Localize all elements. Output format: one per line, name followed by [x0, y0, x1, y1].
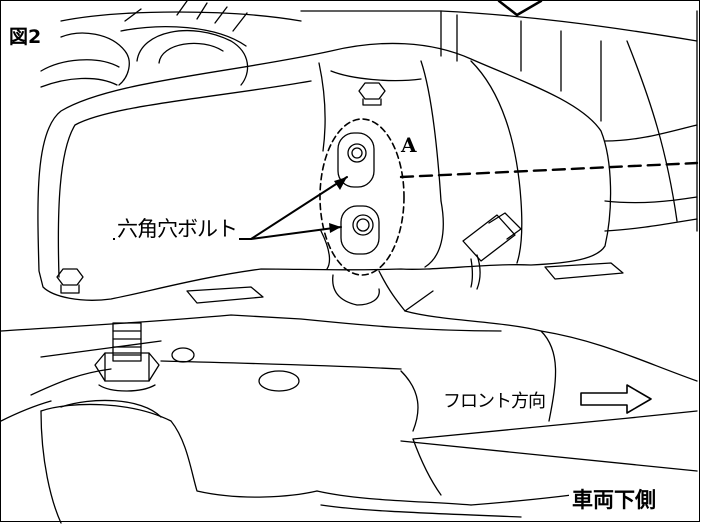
wire-harness: [378, 270, 434, 312]
reference-dashed-line: [399, 161, 699, 179]
vehicle-underside-label: 車両下側: [569, 484, 659, 514]
hole-oval: [258, 370, 300, 392]
front-direction-arrow: [580, 384, 652, 414]
bolt-highlight-ellipse: [319, 118, 405, 276]
point-a-label: A: [401, 133, 417, 157]
figure-number: 図2: [9, 26, 42, 48]
label-pointer-arrows: [250, 176, 348, 240]
stud-nut: [94, 322, 160, 392]
hex-bolt-upper: [337, 132, 375, 188]
hex-bolt-lower: [340, 205, 380, 255]
connector: [462, 212, 522, 290]
lower-bracket: [332, 274, 380, 306]
shroud-cover: [37, 42, 624, 304]
hole-small: [171, 347, 195, 363]
front-direction-label: フロント方向: [441, 387, 547, 413]
frame-plate: [1, 314, 698, 524]
hex-bolt-label: 六角穴ボルト: [115, 213, 239, 243]
background-engine-lines: [40, 1, 698, 232]
